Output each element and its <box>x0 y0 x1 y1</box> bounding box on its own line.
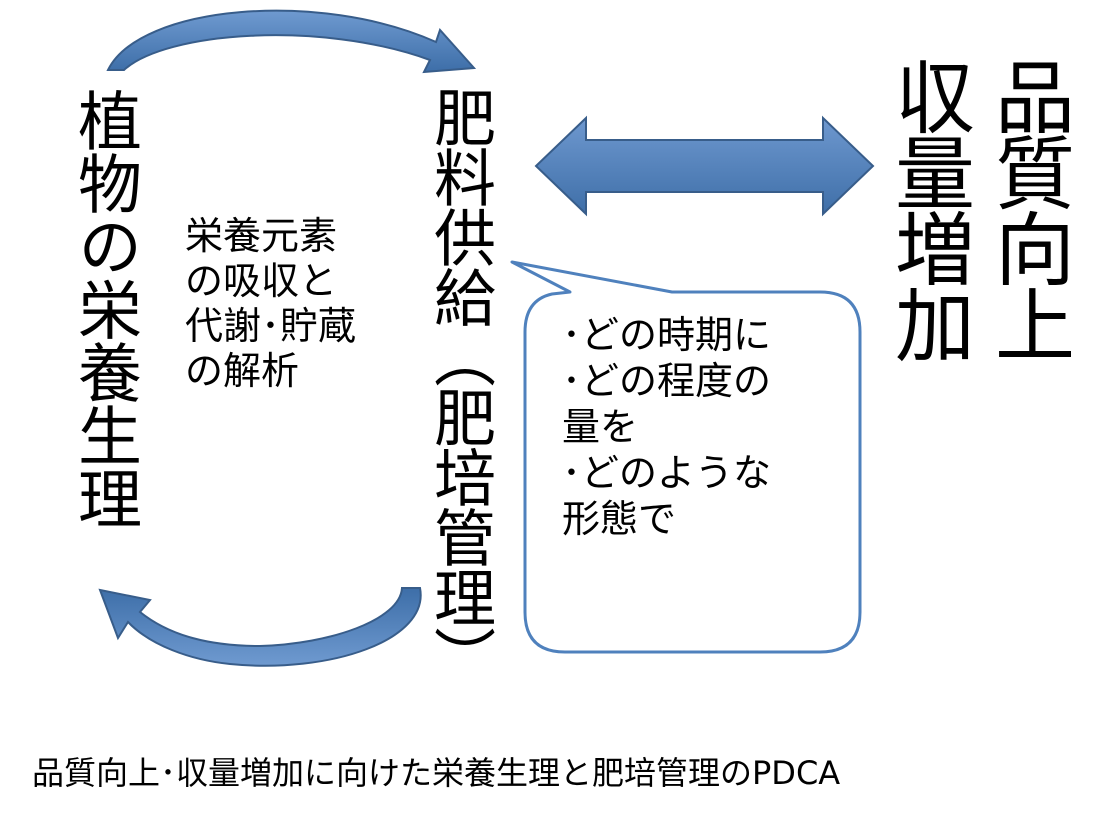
bottom-curved-arrow <box>98 587 422 667</box>
callout-text: ･どの時期に ･どの程度の 量を ･どのような 形態で <box>562 313 772 541</box>
left-column-title: 植物の栄養生理 <box>67 88 141 529</box>
callout-bubble-outline <box>510 260 862 654</box>
caption: 品質向上･収量増加に向けた栄養生理と肥培管理のPDCA <box>32 754 841 792</box>
middle-note: 栄養元素 の吸収と 代謝･貯蔵 の解析 <box>185 214 357 393</box>
center-column-title: 肥料供給（肥培管理） <box>423 86 496 686</box>
top-curved-arrow <box>106 9 477 74</box>
right-title-quality: 品質向上 <box>982 56 1075 360</box>
right-title-yield: 収量増加 <box>882 56 975 360</box>
double-headed-arrow <box>534 115 875 217</box>
